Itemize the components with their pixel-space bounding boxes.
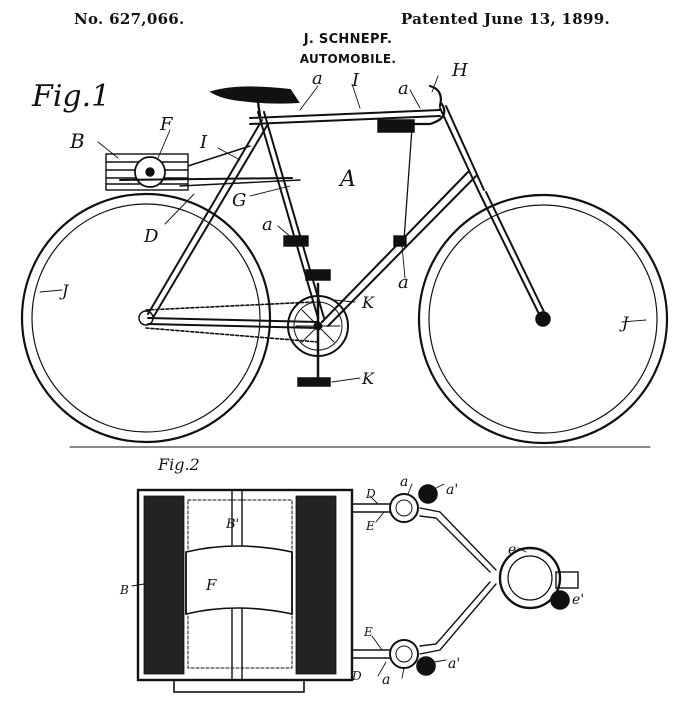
label-H: H <box>451 60 468 81</box>
label-a-mid: a <box>262 214 273 235</box>
label-G: G <box>232 190 246 211</box>
handle-grip <box>377 119 415 133</box>
pedal-top <box>305 269 331 281</box>
tube-clip-right <box>393 235 407 247</box>
label-B-fig2: B <box>119 583 129 597</box>
leader-lines-fig2 <box>131 483 569 679</box>
label-a-fig2-top: a <box>400 474 408 490</box>
patent-title: AUTOMOBILE. <box>299 52 397 66</box>
handlebar <box>410 84 446 126</box>
label-K-chain: K <box>361 293 375 312</box>
frame-strut <box>403 127 413 241</box>
label-K-pedal: K <box>361 369 375 388</box>
label-I-left: I <box>199 132 208 153</box>
inventor-name: J. SCHNEPF. <box>303 32 393 47</box>
pedal-bottom <box>297 377 331 387</box>
cylinder <box>185 545 293 616</box>
fig1-labels: A B D F G H I I a a a a J J K K <box>59 60 630 388</box>
ring-knob <box>550 590 570 610</box>
label-F: F <box>159 114 174 135</box>
label-B-prime: B' <box>225 517 239 532</box>
label-a-fig2-bottom: a <box>382 672 390 688</box>
saddle <box>209 86 300 104</box>
main-ring <box>498 546 562 610</box>
connector-rod <box>179 179 301 187</box>
valve-knob-top <box>418 484 438 504</box>
engine-detail-drawing <box>136 484 579 693</box>
label-J-right: J <box>619 313 630 332</box>
valve-knob-bottom <box>416 656 436 676</box>
label-B: B <box>69 129 85 153</box>
right-coil <box>295 495 337 675</box>
valve-ring-bottom <box>389 639 419 669</box>
label-A: A <box>338 167 356 192</box>
bicycle-frame <box>147 105 547 329</box>
label-E-bottom: E <box>363 625 373 639</box>
label-e-prime: e' <box>572 592 584 608</box>
fig1-caption: Fig.1 <box>31 79 110 114</box>
rear-wheel <box>20 192 272 444</box>
label-D-bottom: D <box>351 669 362 683</box>
front-wheel <box>417 193 669 445</box>
valve-ring-top <box>389 493 419 523</box>
leader-lines-fig1 <box>39 75 647 383</box>
pipes <box>351 503 497 659</box>
tube-clip <box>283 235 309 247</box>
label-a-top: a <box>398 78 409 99</box>
patent-number: No. 627,066. <box>74 10 185 28</box>
ring-fitting <box>555 571 579 589</box>
label-E-top: E <box>365 519 375 533</box>
label-I-top: I <box>351 70 360 91</box>
label-D-top: D <box>365 487 376 501</box>
fig2-caption: Fig.2 <box>157 455 200 474</box>
chain <box>145 301 319 343</box>
label-a-right: a <box>398 272 409 293</box>
label-F-fig2: F <box>205 576 217 594</box>
label-e: e <box>508 542 516 558</box>
label-D: D <box>143 226 159 247</box>
bicycle-drawing <box>20 84 669 448</box>
label-a-prime-bottom: a' <box>448 656 460 672</box>
bottom-flange <box>173 679 305 693</box>
patent-date: Patented June 13, 1899. <box>400 10 610 28</box>
label-a-prime-top: a' <box>446 482 458 498</box>
label-a-seat: a <box>312 68 323 89</box>
label-J-left: J <box>59 281 70 300</box>
fig2-labels: B' B F D E E D a a' a a' e e' <box>119 474 584 688</box>
rear-engine <box>105 145 293 191</box>
left-coil <box>143 495 185 675</box>
